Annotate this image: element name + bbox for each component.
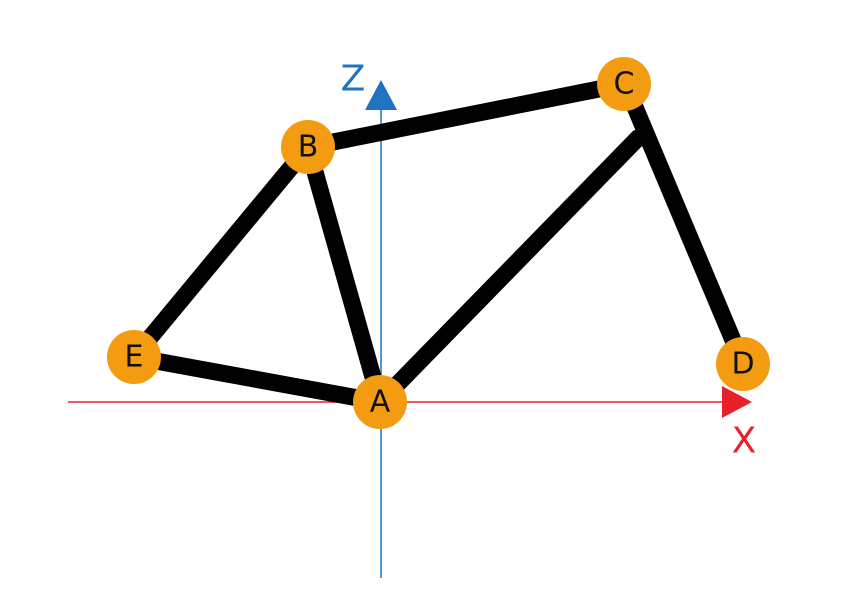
x-axis-label: X <box>732 421 757 462</box>
node-circle <box>353 375 407 429</box>
node-label: C <box>614 67 635 102</box>
node-circle <box>597 57 651 111</box>
node-circle <box>281 120 335 174</box>
node-label: D <box>731 347 754 382</box>
member-e-a <box>125 348 389 411</box>
node-e: E <box>107 330 161 384</box>
member-e-b <box>125 138 317 366</box>
member-c-d <box>623 91 752 373</box>
nodes-group: A B C D E <box>107 57 770 429</box>
node-circle <box>107 330 161 384</box>
member-b-c <box>299 75 633 156</box>
node-c: C <box>597 57 651 111</box>
x-axis-arrowhead <box>722 386 752 418</box>
z-axis-arrowhead <box>365 80 397 110</box>
node-d: D <box>716 337 770 391</box>
node-label: B <box>298 130 319 165</box>
node-label: E <box>125 340 144 375</box>
member-b-a <box>299 138 389 411</box>
member-a-c <box>371 129 647 411</box>
node-a: A <box>353 375 407 429</box>
node-label: A <box>370 385 391 420</box>
members-group <box>125 75 752 411</box>
z-axis-label: Z <box>341 59 366 100</box>
node-b: B <box>281 120 335 174</box>
node-circle <box>716 337 770 391</box>
